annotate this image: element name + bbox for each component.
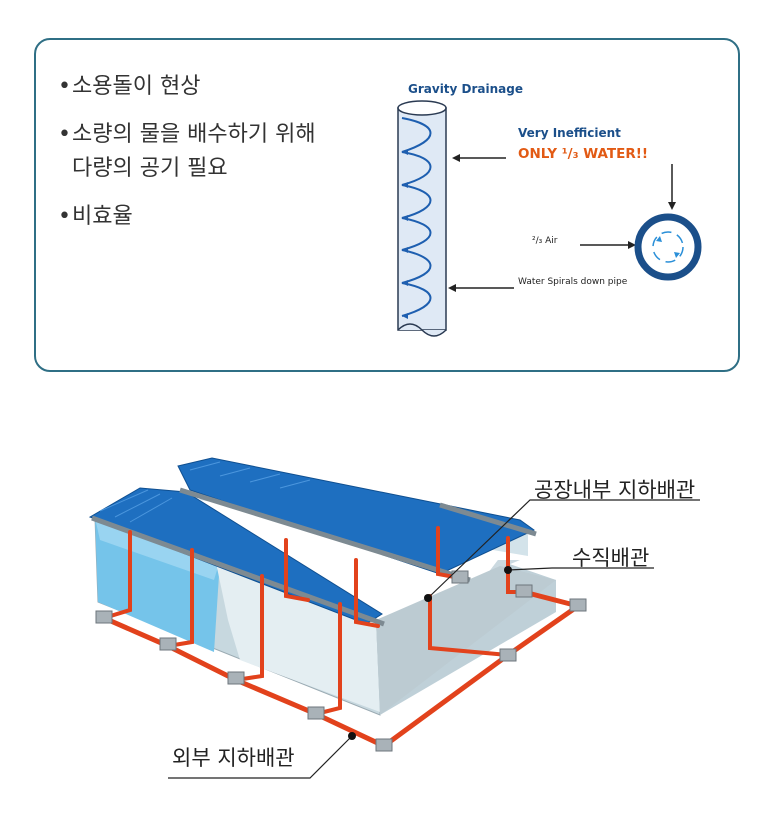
bullet-item-vortex: •소용돌이 현상 [58,74,201,99]
outer-pipe-label: 외부 지하배관 [172,746,295,770]
drain-pipe-illustration [397,100,702,337]
spiral-label: Water Spirals down pipe [518,277,628,287]
air-ratio-label: ²/₃ Air [532,236,558,246]
water-ratio-label: ONLY ¹/₃ WATER!! [518,146,649,162]
vertical-pipe-label: 수직배관 [572,546,650,570]
factory-illustration [88,457,700,779]
inner-pipe-label: 공장내부 지하배관 [534,478,696,502]
bullet-text-continued: 다량의 공기 필요 [72,156,228,181]
bullet-item-air: •소량의 물을 배수하기 위해 다량의 공기 필요 [58,118,378,186]
bullet-list: •소용돌이 현상 •소량의 물을 배수하기 위해 다량의 공기 필요 •비효율 [58,70,378,248]
bullet-text: 비효율 [72,204,133,229]
bullet-text: 소량의 물을 배수하기 위해 [72,122,316,147]
info-card [34,38,740,372]
drainage-title: Gravity Drainage [408,82,523,96]
bullet-item-inefficiency: •비효율 [58,204,133,229]
inefficient-label: Very Inefficient [518,126,621,140]
bullet-text: 소용돌이 현상 [72,74,201,99]
